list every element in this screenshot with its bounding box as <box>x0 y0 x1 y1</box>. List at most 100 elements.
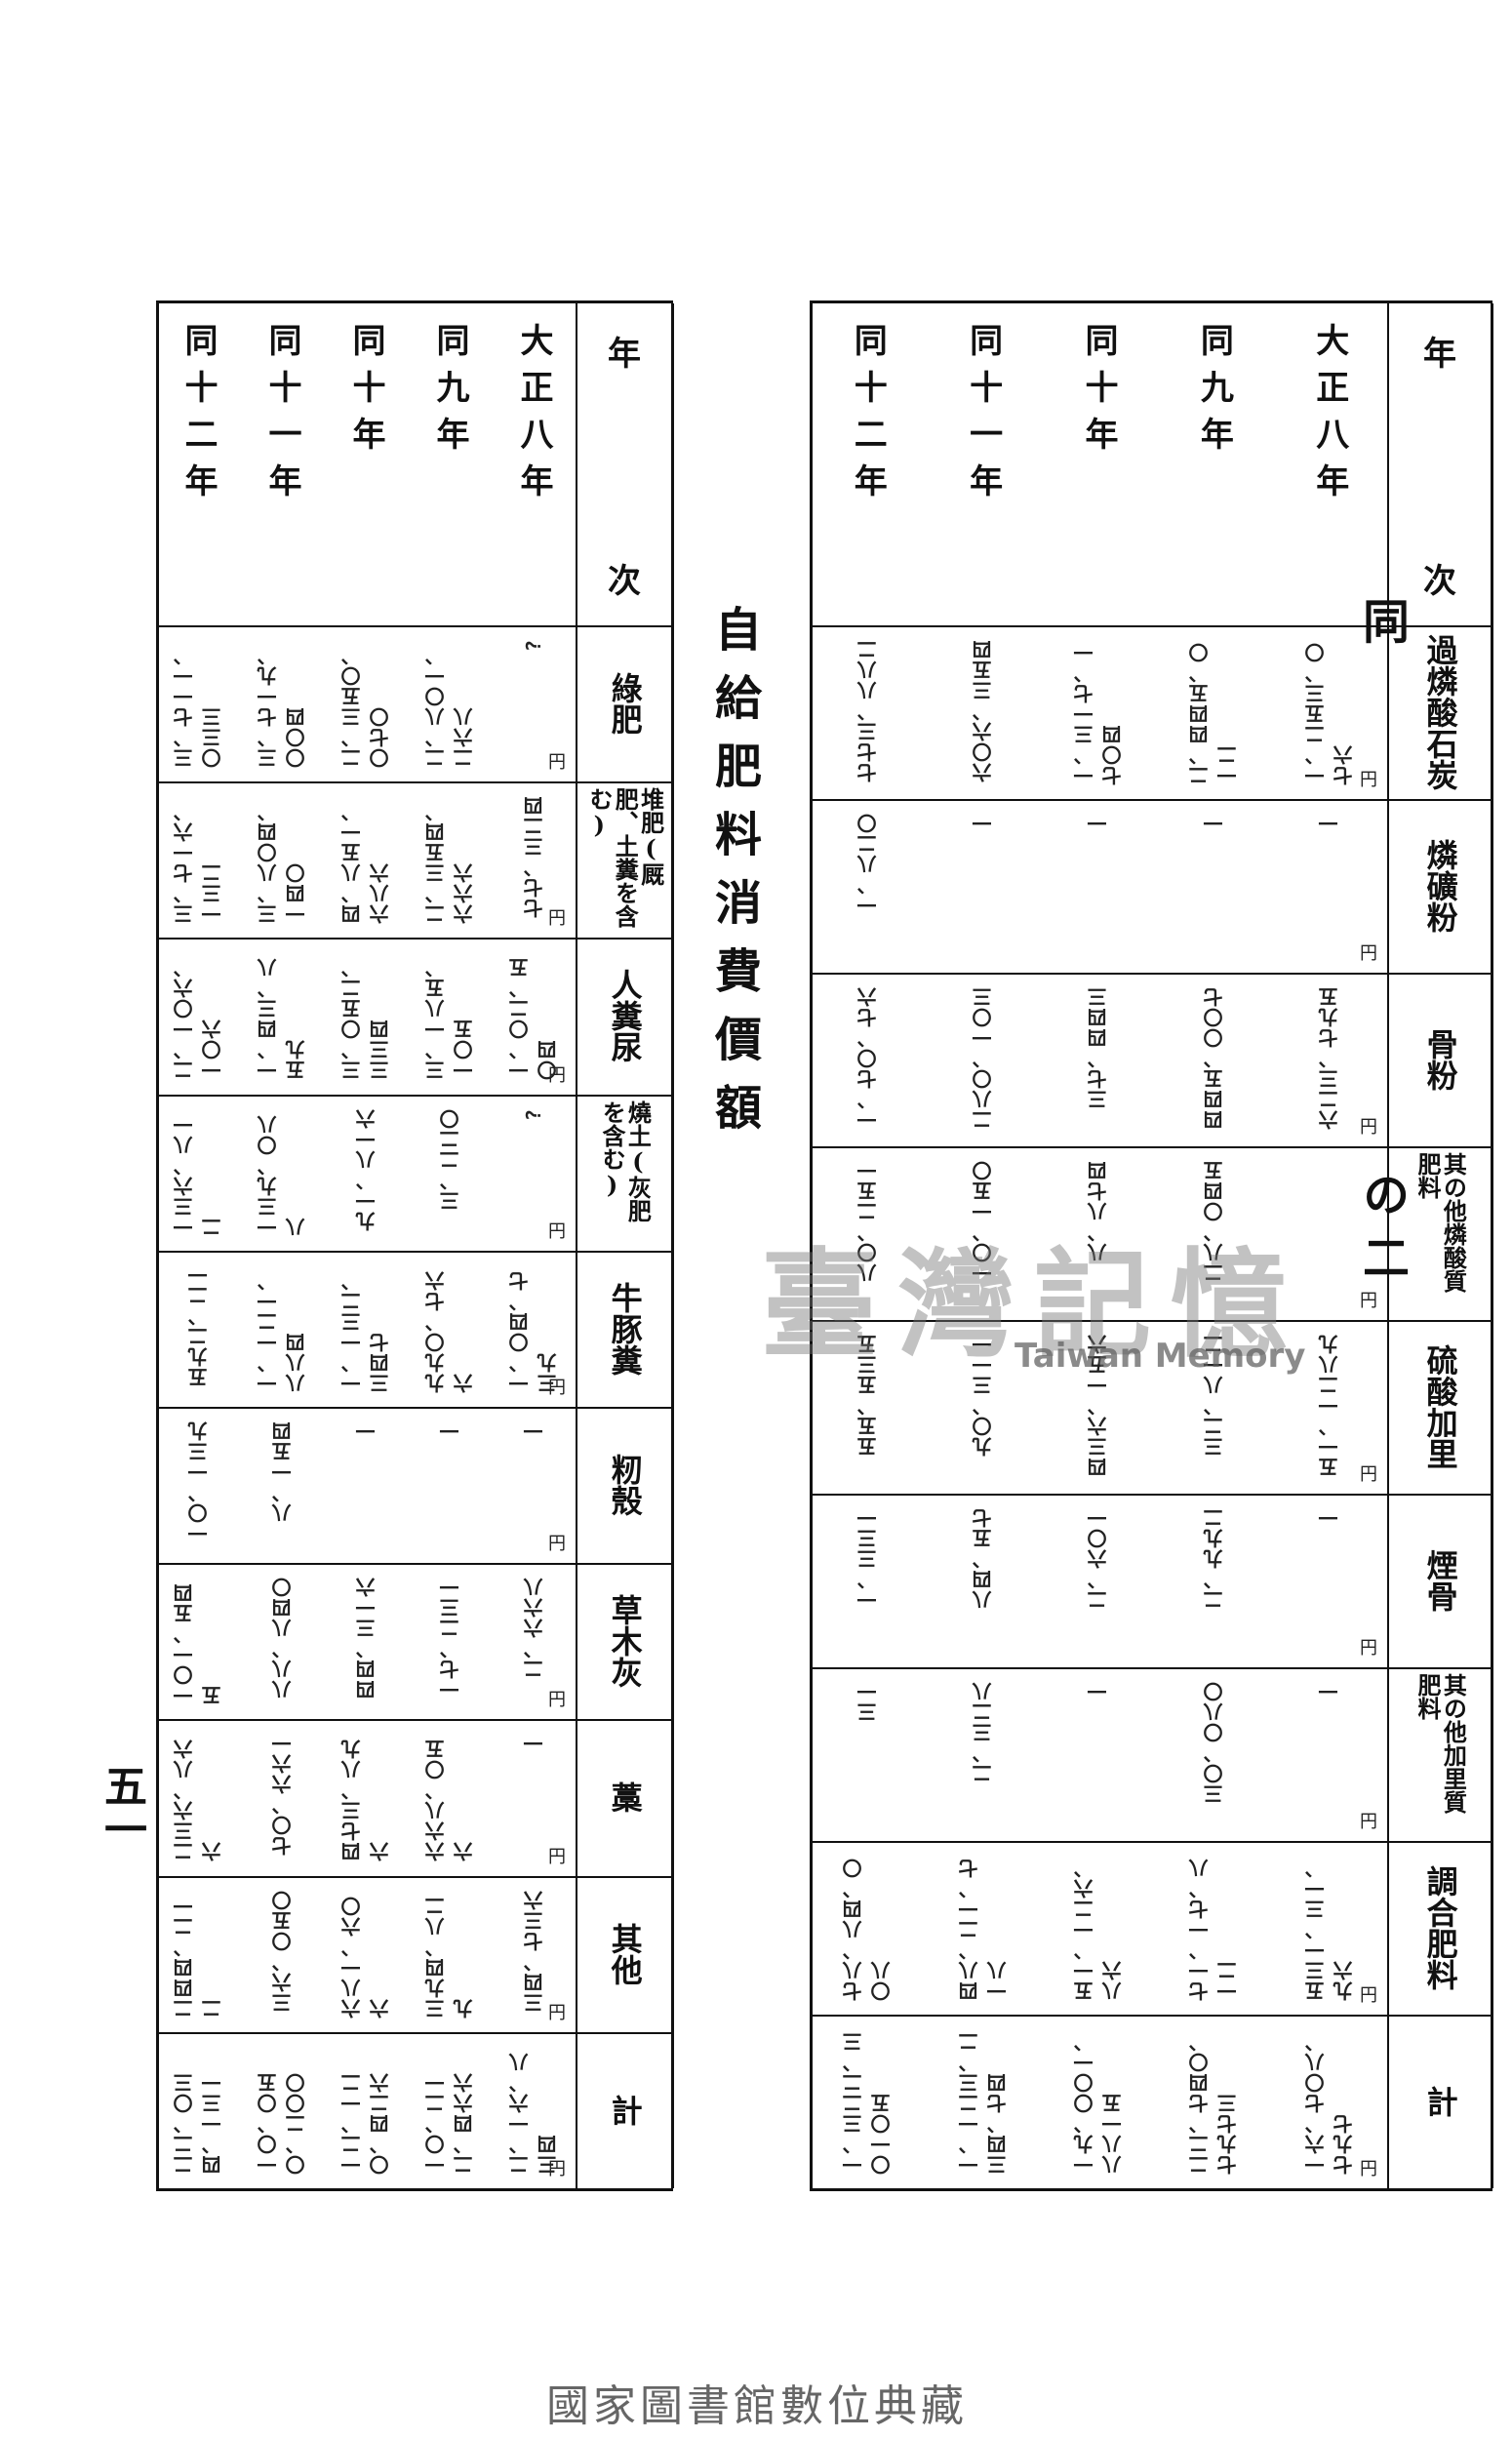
cell-value: 二八〇、一〇三 <box>972 986 996 1130</box>
unit-label: 円 <box>1360 770 1377 790</box>
category-header: 藁 <box>606 1781 644 1814</box>
table-cell: 一〇、〇五〇、二〇〇 <box>240 2046 324 2175</box>
table-cell: 一二、一二〇、四二六 <box>324 2046 408 2175</box>
footer-credit: 國家圖書館數位典藏 <box>546 2381 968 2431</box>
column-divider <box>576 303 577 2188</box>
cell-value: 二三六、八六六 <box>173 1739 224 1862</box>
cell-value: 七八、八四、〇〇八 <box>842 1858 895 2001</box>
table-cell: 二、四四五、〇一二 <box>1156 639 1271 785</box>
table-cell: 三、八〇四、一四〇 <box>240 795 324 924</box>
table-cell: 一〇、二一二、四六六 <box>408 2046 492 2175</box>
row-divider <box>156 625 673 627</box>
cell-value: 三、七一九、〇〇四 <box>257 645 308 769</box>
year-text: 同十一年 <box>963 323 1003 510</box>
row-divider <box>810 1494 1492 1496</box>
table-cell: 一 <box>1272 1507 1387 1654</box>
cell-value: 三七、四四三 <box>1087 986 1111 1109</box>
cell-value: 一 <box>1318 1507 1342 1528</box>
table-self-fertilizer: 年次大正八年同九年同十年同十一年同十二年綠肥?二、八〇一、二六八二、三五〇、〇七… <box>156 300 674 2191</box>
cell-value: 七七、三二四 <box>522 795 546 919</box>
year-header-bottom: 次 <box>608 562 641 601</box>
category-header: 堆肥(厩肥、土糞を含む) <box>584 787 665 929</box>
row-divider <box>810 2015 1492 2017</box>
table-cell: 三、一八五、一〇五 <box>408 951 492 1081</box>
table-cell: 六六八、〇五六 <box>408 1733 492 1862</box>
table-cell: 一、四三、八五九 <box>240 951 324 1081</box>
table-cell: 六〇六、三五四 <box>925 639 1040 785</box>
table-cell: 一、三一七、一七〇四 <box>1041 639 1156 785</box>
cell-value: 一〇、二一二、四六六 <box>424 2071 476 2175</box>
year-label: 大正八年 <box>492 303 576 625</box>
table-cell: 一 <box>1041 1681 1156 1827</box>
table-cell: 七八、八四、〇〇八 <box>810 1855 925 2001</box>
cell-value: 一七、二三一 <box>438 1577 462 1700</box>
table-cell: 四、八五一、六八六 <box>324 795 408 924</box>
cell-value: 四、八五一、六八六 <box>340 801 392 925</box>
year-text: 同九年 <box>430 323 469 463</box>
table-cell: 一〇、一三九 <box>156 1420 240 1549</box>
unit-label: 円 <box>548 752 566 774</box>
cell-value: 四八、二一、七一八 <box>957 1858 1010 2001</box>
year-text: 大正八年 <box>514 323 553 510</box>
table-cell: 五一、一二六、八六 <box>1041 1855 1156 2001</box>
row-divider <box>810 1667 1492 1669</box>
year-label: 大正八年 <box>1272 303 1387 625</box>
cell-value: 一〇、一三九 <box>186 1420 211 1543</box>
table-cell: 九九〇、七六六 <box>408 1264 492 1393</box>
year-header: 年次 <box>576 303 673 625</box>
table-cell: 一三九、〇八八 <box>240 1108 324 1237</box>
table-border <box>1491 303 1493 2188</box>
category-header: 草木灰 <box>606 1594 644 1689</box>
unit-label: 円 <box>548 1846 566 1867</box>
cell-value: 一、四三、八五九 <box>257 957 308 1081</box>
row-divider <box>156 938 673 940</box>
table-cell: 一三六、八一二 <box>156 1108 240 1237</box>
cell-value: 一、七〇、七六 <box>855 986 880 1130</box>
cell-value: 九九〇、七六六 <box>424 1269 476 1393</box>
unit-label: 円 <box>1360 1464 1377 1485</box>
table-cell: 三、七一九、〇〇四 <box>240 639 324 768</box>
year-label: 同九年 <box>1156 303 1271 625</box>
unit-label: 円 <box>548 908 566 930</box>
cell-value: 三、八〇四、一四〇 <box>257 801 308 925</box>
table-cell: 七一、一七、八一二 <box>1156 1855 1271 2001</box>
table-cell: 一 <box>1272 813 1387 959</box>
table-cell: 二二、〇三四、一三一 <box>156 2046 240 2175</box>
table-cell: 一、八二〇 <box>810 813 925 959</box>
year-label: 同十二年 <box>156 303 240 625</box>
table-cell: 二、六〇一 <box>1041 1507 1156 1654</box>
cell-value: 二、三五四、六六六 <box>424 801 476 925</box>
row-divider <box>156 781 673 784</box>
table-cell: 六二三、七九五 <box>1272 986 1387 1133</box>
year-text: 同十一年 <box>262 323 301 510</box>
table-cell: 三九四、八二九 <box>408 1890 492 2019</box>
unit-label: 円 <box>548 1378 566 1398</box>
table-cell: 五九二、二一 <box>156 1264 240 1393</box>
cell-value: 一 <box>438 1420 462 1441</box>
cell-value: 二、六〇一 <box>1087 1507 1111 1610</box>
table-cell: 四八、二一、七一八 <box>925 1855 1040 2001</box>
cell-value: 一、一二三、二三四、七四 <box>957 2031 1010 2175</box>
table-cell: 五三一、三一、九六 <box>1272 1855 1387 2001</box>
table-cell: 二、三二八 <box>925 1681 1040 1827</box>
row-divider <box>156 1563 673 1566</box>
row-divider <box>156 1250 673 1253</box>
table-cell: 二、九九二 <box>1156 1507 1271 1654</box>
cell-value: 一 <box>1087 1681 1111 1701</box>
cell-value: 一 <box>522 1420 546 1441</box>
category-header: 燒土(灰肥を含む) <box>598 1100 653 1222</box>
unit-label: 円 <box>1360 1291 1377 1311</box>
row-divider <box>810 973 1492 975</box>
table-cell: 二四四、二一二 <box>156 1890 240 2019</box>
cell-value: 一、一三二、三四七 <box>340 1269 392 1393</box>
table-cell: 七七三、八八二 <box>810 639 925 785</box>
table-cell: 三六、〇五〇 <box>240 1890 324 2019</box>
table-cell: 七〇、六六一 <box>240 1733 324 1861</box>
cell-value: 三四、七三六 <box>522 1889 546 2013</box>
year-header-top: 年 <box>1423 335 1456 374</box>
cell-value: 三、七一一、〇三三 <box>173 645 224 769</box>
unit-label: 円 <box>548 1064 566 1086</box>
cell-value: 一 <box>1202 813 1226 833</box>
category-header: 籾殼 <box>606 1454 644 1517</box>
year-text: 同十二年 <box>848 323 888 510</box>
